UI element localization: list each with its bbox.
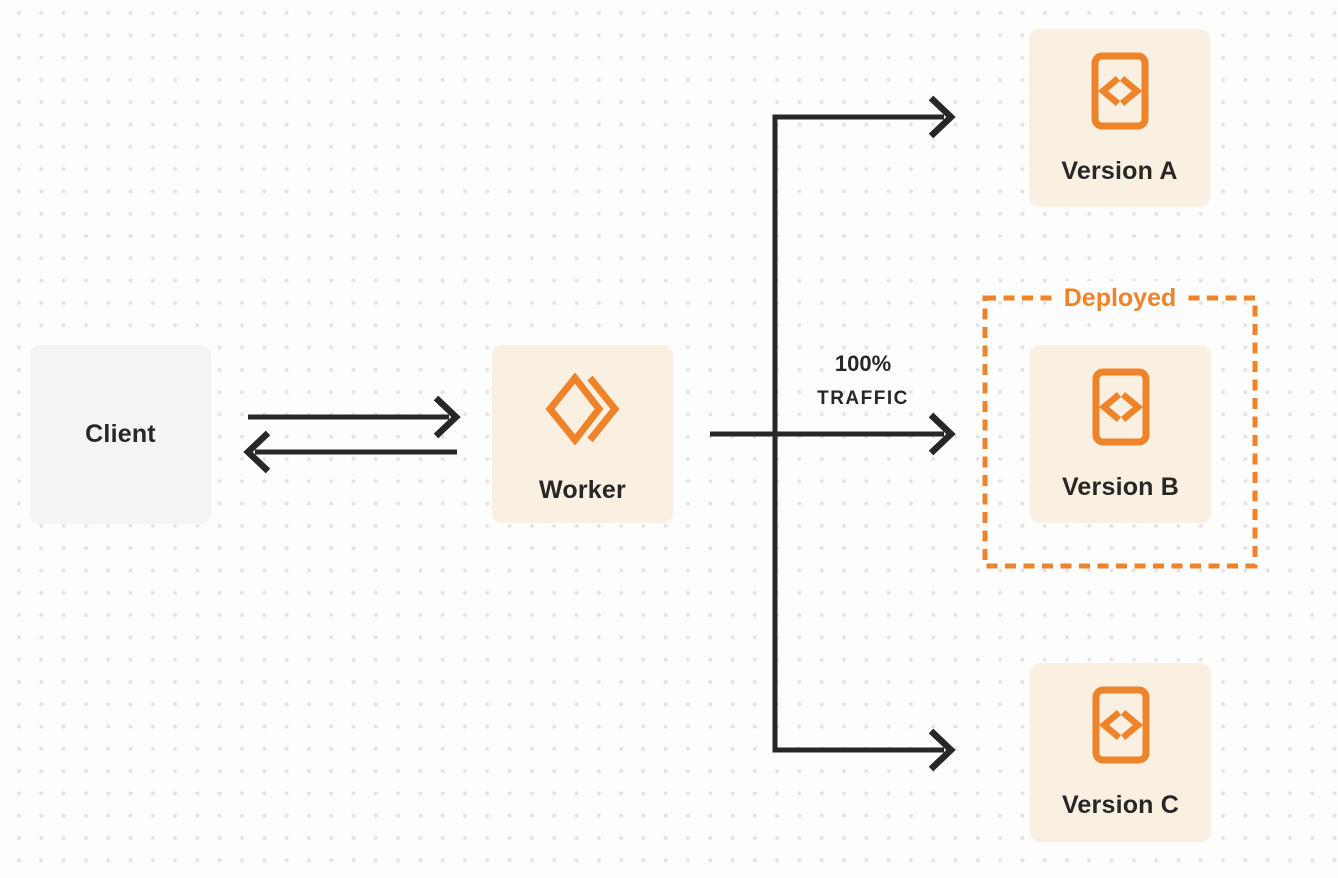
code-file-icon (1091, 685, 1151, 765)
traffic-label: 100% TRAFFIC (788, 351, 938, 410)
branch-to-version-c-arrow (772, 434, 956, 772)
worker-to-client-arrow (243, 430, 457, 474)
worker-node: Worker (492, 345, 673, 523)
code-file-icon (1090, 51, 1150, 131)
worker-label: Worker (539, 476, 626, 504)
traffic-percent-text: 100% (834, 351, 892, 376)
traffic-word-text: TRAFFIC (817, 388, 909, 409)
client-to-worker-arrow (248, 395, 461, 439)
client-node: Client (30, 345, 211, 524)
version-a-node: Version A (1029, 29, 1210, 207)
version-b-label: Version B (1061, 473, 1180, 501)
worker-traffic-arrow (710, 412, 956, 456)
branch-to-version-a-arrow (772, 95, 956, 434)
code-file-icon (1091, 367, 1151, 447)
worker-logo-icon (544, 372, 622, 446)
client-label: Client (85, 420, 156, 448)
deployed-group-label-text: Deployed (1051, 281, 1189, 315)
version-c-node: Version C (1030, 663, 1211, 842)
version-b-node: Version B (1030, 345, 1211, 523)
version-a-label: Version A (1061, 157, 1178, 185)
version-c-label: Version C (1061, 791, 1180, 819)
deployed-group-label: Deployed (985, 281, 1255, 315)
